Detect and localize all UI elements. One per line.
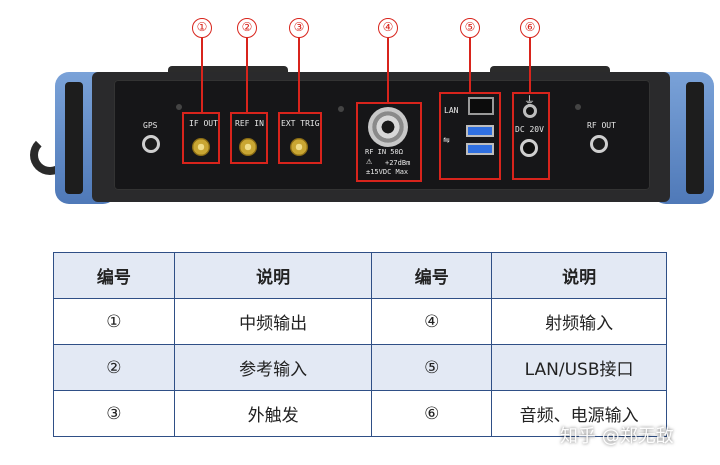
power-cable [30,135,70,175]
table-row: ① 中频输出 ④ 射频输入 [53,298,667,345]
dc-label: DC 20V [515,125,544,134]
table-cell: 中频输出 [173,298,373,345]
left-bumper-grip [65,82,83,194]
ref-in-highlight [230,112,268,164]
lan-usb-highlight [439,92,501,180]
header-description-2: 说明 [491,252,667,299]
screw [575,104,581,110]
callout-3-leader [298,38,300,112]
lan-label: LAN [444,106,459,115]
table-cell: ① [53,298,175,345]
rf-out-label: RF OUT [587,121,616,130]
callout-5-leader [469,38,471,92]
ext-trig-label: EXT TRIG [281,119,320,128]
callout-1-leader [201,38,203,112]
if-out-highlight [182,112,220,164]
table-cell: ⑥ [371,390,493,437]
usb-icon: ⇋ [443,133,450,146]
callout-6-leader [529,38,531,92]
table-header-row: 编号 说明 编号 说明 [53,252,667,299]
callout-4-leader [387,38,389,102]
callout-3: ③ [289,18,309,38]
usb-port-top [466,125,494,137]
callout-2-leader [246,38,248,112]
ref-in-connector [239,138,257,156]
header-number-2: 编号 [371,252,493,299]
ext-trig-highlight [278,112,322,164]
table-cell: 外触发 [173,390,373,437]
audio-jack [523,104,537,118]
warning-icon: ⚠ [366,156,373,167]
table-row: ③ 外触发 ⑥ 音频、电源输入 [53,390,667,437]
dc-power-jack [520,139,538,157]
callout-6: ⑥ [520,18,540,38]
audio-dc-highlight [512,92,550,180]
headphone-icon: ⏚ [524,94,535,107]
gps-label: GPS [143,121,158,130]
ext-trig-connector [290,138,308,156]
device-rear-panel: GPS IF OUT REF IN EXT TRIG RF IN 50Ω ⚠ +… [0,0,720,222]
header-description-1: 说明 [173,252,373,299]
usb-port-bottom [466,143,494,155]
rf-in-dc-warning: ±15VDC Max [366,168,409,176]
table-cell: 射频输入 [491,298,667,345]
callout-1: ① [192,18,212,38]
rf-in-highlight [356,102,422,182]
table-cell: ⑤ [371,344,493,391]
table-cell: ④ [371,298,493,345]
rf-out-connector [590,135,608,153]
ref-in-label: REF IN [235,119,264,128]
callout-2: ② [237,18,257,38]
rf-in-label: RF IN 50Ω [365,148,403,156]
rf-in-power-warning: +27dBm [385,159,411,167]
callout-5: ⑤ [460,18,480,38]
right-bumper-grip [686,82,704,194]
table-cell: 音频、电源输入 [491,390,667,437]
table-cell: ② [53,344,175,391]
callout-4: ④ [378,18,398,38]
lan-port [468,97,494,115]
screw [176,104,182,110]
screw [338,106,344,112]
table-row: ② 参考输入 ⑤ LAN/USB接口 [53,344,667,391]
table-cell: 参考输入 [173,344,373,391]
port-description-table: 编号 说明 编号 说明 ① 中频输出 ④ 射频输入 ② 参考输入 ⑤ LAN/U… [53,252,667,437]
if-out-label: IF OUT [189,119,218,128]
header-number-1: 编号 [53,252,175,299]
gps-connector [142,135,160,153]
table-cell: LAN/USB接口 [491,344,667,391]
watermark: 知乎 @郑无敌 [560,426,674,447]
if-out-connector [192,138,210,156]
table-cell: ③ [53,390,175,437]
rf-in-connector [368,107,408,147]
